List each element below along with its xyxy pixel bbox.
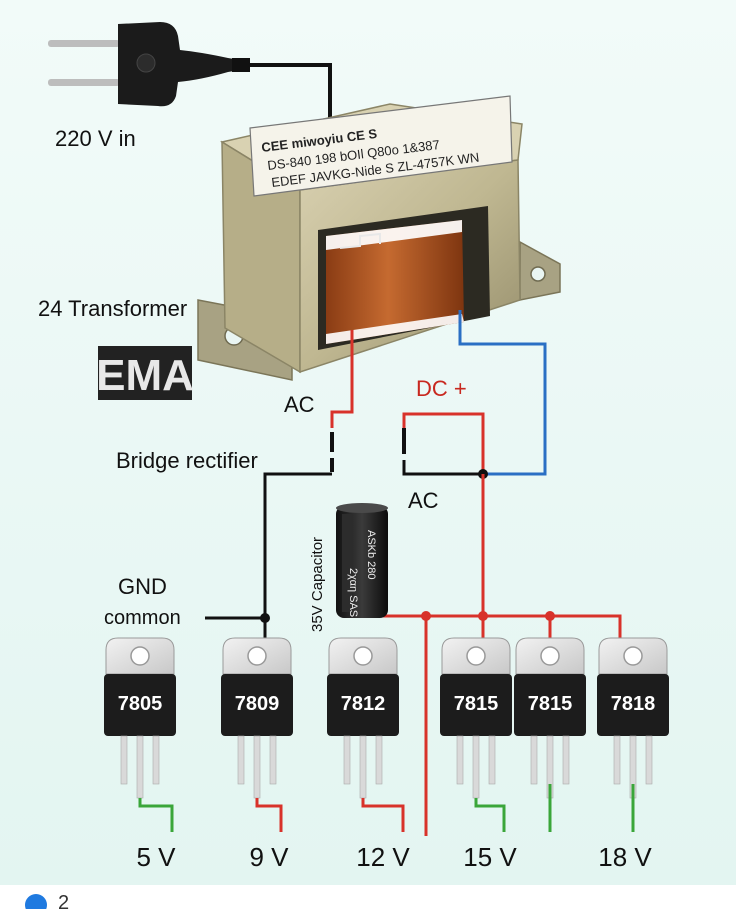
regulator-body (104, 674, 176, 736)
ac-wire-blue (458, 310, 547, 476)
regulator-pin (472, 735, 480, 799)
regulator-body (597, 674, 669, 736)
regulator-mount-hole (466, 646, 486, 666)
regulator-pin (530, 735, 538, 785)
regulator-output-wire (361, 798, 405, 832)
node-dc-1 (421, 611, 431, 621)
regulator-body (221, 674, 293, 736)
transformer-icon: CEE miwoyiu CE S DS-840 198 bOIl Q80o 1&… (197, 95, 561, 381)
regulator-part-number: 7815 (454, 693, 499, 715)
regulator-pin (375, 735, 383, 785)
gnd-wire (263, 472, 332, 618)
regulator-pin (120, 735, 128, 785)
regulator-7815-4: 7815 15 V (440, 637, 517, 872)
regulator-mount-hole (540, 646, 560, 666)
output-voltage-label: 12 V (356, 842, 410, 872)
dc-plus-label: DC + (416, 376, 467, 401)
output-voltage-label: 18 V (598, 842, 652, 872)
regulator-part-number: 7812 (341, 693, 386, 715)
regulator-pin (645, 735, 653, 785)
ac-bottom-label: AC (408, 488, 439, 513)
regulator-body (327, 674, 399, 736)
regulator-pin (152, 735, 160, 785)
regulator-part-number: 7818 (611, 693, 656, 715)
regulator-pin (562, 735, 570, 785)
regulator-part-number: 7805 (118, 693, 163, 715)
transformer-label: 24 Transformer (38, 296, 187, 321)
ac-wire-red (330, 330, 354, 428)
bridge-rectifier-label: Bridge rectifier (116, 448, 258, 473)
output-voltage-label: 15 V (463, 842, 517, 872)
regulator-pin (269, 735, 277, 785)
regulator-mount-hole (623, 646, 643, 666)
node-dc-3 (545, 611, 555, 621)
regulator-7809-2: 7809 9 V (221, 637, 293, 872)
regulator-7812-3: 7812 12 V (327, 637, 410, 872)
logo-text: EMA (96, 351, 194, 400)
bridge-segment-4 (402, 460, 483, 476)
plug-cord (250, 63, 332, 120)
output-voltage-label: 5 V (136, 842, 176, 872)
capacitor-marking-1: ASKb 280 (365, 530, 377, 580)
logo-badge (98, 346, 192, 400)
power-plug-icon (48, 22, 250, 107)
regulator-output-wire (255, 798, 283, 832)
regulator-pin (343, 735, 351, 785)
regulator-part-number: 7809 (235, 693, 280, 715)
node-dc-2 (478, 611, 488, 621)
regulator-pin (237, 735, 245, 785)
regulator-pin (488, 735, 496, 785)
regulator-pin (253, 735, 261, 799)
node-gnd (260, 613, 270, 623)
regulator-output-wire (474, 798, 506, 832)
input-voltage-label: 220 V in (55, 126, 136, 151)
regulator-mount-hole (130, 646, 150, 666)
regulator-7805-1: 7805 5 V (104, 637, 176, 872)
regulator-pin (456, 735, 464, 785)
regulator-output-wire (138, 798, 174, 832)
regulator-row: 7805 5 V 7809 9 V 7812 12 V 7815 15 V 7815 7818 18… (104, 637, 669, 872)
output-voltage-label: 9 V (249, 842, 289, 872)
capacitor-label: 35V Capacitor (309, 537, 326, 632)
regulator-7815-5: 7815 (514, 637, 586, 832)
regulator-part-number: 7815 (528, 693, 573, 715)
capacitor-marking-2: 2χαη SAS (347, 568, 359, 617)
footer-count: 2 (58, 892, 69, 909)
regulator-mount-hole (353, 646, 373, 666)
regulator-pin (359, 735, 367, 799)
ac-top-label: AC (284, 392, 315, 417)
regulator-body (514, 674, 586, 736)
footer-bar (0, 885, 736, 909)
regulator-pin (613, 735, 621, 785)
gnd-label: GND (118, 574, 167, 599)
regulator-body (440, 674, 512, 736)
regulator-mount-hole (247, 646, 267, 666)
gnd-common-label: common (104, 607, 181, 629)
regulator-pin (136, 735, 144, 799)
regulator-7818-6: 7818 18 V (597, 637, 669, 872)
capacitor-icon: ASKb 280 2χαη SAS (336, 503, 388, 618)
